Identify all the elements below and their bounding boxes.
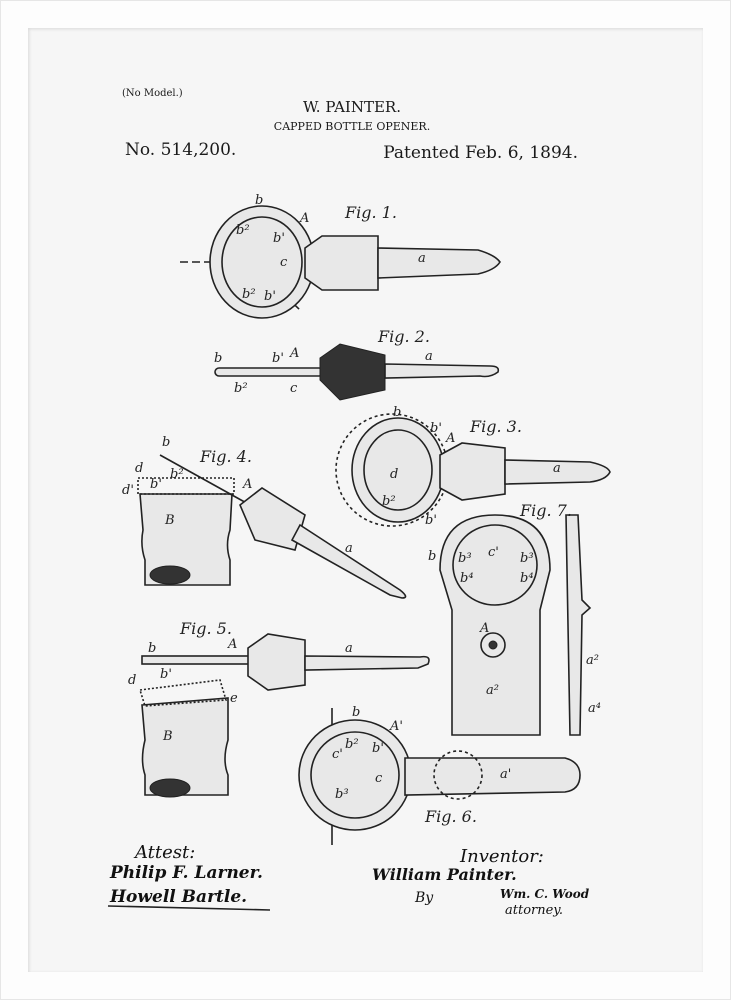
part-label: b⁴ <box>520 571 534 586</box>
attorney-label: attorney. <box>505 903 563 918</box>
part-label: b' <box>430 421 442 436</box>
patent-title: CAPPED BOTTLE OPENER. <box>274 120 430 133</box>
part-label: A <box>289 346 299 361</box>
part-label: c <box>280 255 288 270</box>
patent-date: Patented Feb. 6, 1894. <box>383 143 578 163</box>
part-label: a⁴ <box>588 701 601 716</box>
figure-6: Fig. 6. b A' c' b² b³ b' c a' <box>298 705 581 845</box>
part-label: b⁴ <box>460 571 474 586</box>
attorney-signature: Wm. C. Wood <box>500 887 590 901</box>
fig-4-title: Fig. 4. <box>199 447 252 466</box>
fig-6-title: Fig. 6. <box>424 807 477 826</box>
part-label: a <box>425 349 433 364</box>
fig-3-title: Fig. 3. <box>469 417 522 436</box>
part-label: c' <box>332 747 343 762</box>
part-label: e <box>230 691 238 706</box>
fig-7-title: Fig. 7. <box>519 501 572 520</box>
part-label: a <box>418 251 426 266</box>
part-label: a <box>345 641 353 656</box>
part-label: a <box>553 461 561 476</box>
part-label: b³ <box>335 787 349 802</box>
witness-1-signature: Philip F. Larner. <box>109 863 263 883</box>
part-label: b <box>428 549 436 564</box>
part-label: A' <box>389 719 403 734</box>
part-label: b³ <box>520 551 534 566</box>
figure-2: Fig. 2. b b' A a b² c <box>214 327 500 401</box>
by-label: By <box>414 890 434 906</box>
part-label: b <box>214 351 222 366</box>
no-model-note: (No Model.) <box>122 88 183 99</box>
part-label: b³ <box>458 551 472 566</box>
part-label: A <box>227 637 237 652</box>
figure-4: Fig. 4. b d b² d' b' A B a <box>122 435 407 599</box>
part-label: b' <box>425 513 437 528</box>
part-label: b' <box>372 741 384 756</box>
part-label: b' <box>150 477 162 492</box>
part-label: b <box>393 405 401 420</box>
part-label: d <box>390 467 398 482</box>
part-label: b² <box>345 737 359 752</box>
figure-7: Fig. 7. b b³ c' b³ b⁴ b⁴ A a² a² a⁴ <box>428 501 601 736</box>
part-label: b² <box>234 381 248 396</box>
part-label: a <box>345 541 353 556</box>
fig-1-title: Fig. 1. <box>344 203 397 222</box>
part-label: B <box>162 729 173 744</box>
figure-5: Fig. 5. A b a d b' e B <box>128 619 430 798</box>
part-label: A <box>242 477 252 492</box>
part-label: b <box>255 193 263 208</box>
witness-2-signature: Howell Bartle. <box>109 887 247 907</box>
signature-block: Attest: Philip F. Larner. Howell Bartle.… <box>107 842 590 918</box>
patent-number: No. 514,200. <box>125 140 236 160</box>
inventor-header: W. PAINTER. <box>303 98 401 116</box>
figure-1: Fig. 1. b A b² b' c a b² b' <box>180 193 501 319</box>
fig-5-title: Fig. 5. <box>179 619 232 638</box>
fig-2-title: Fig. 2. <box>377 327 430 346</box>
part-label: d <box>135 461 143 476</box>
part-label: d' <box>122 483 134 498</box>
part-label: b' <box>160 667 172 682</box>
inventor-signature: William Painter. <box>372 865 517 884</box>
part-label: B <box>164 513 175 528</box>
part-label: a² <box>486 683 499 698</box>
part-label: b' <box>273 231 285 246</box>
part-label: A <box>299 211 309 226</box>
part-label: b' <box>272 351 284 366</box>
part-label: b² <box>242 287 256 302</box>
part-label: b <box>162 435 170 450</box>
inventor-label: Inventor: <box>459 846 544 867</box>
part-label: d <box>128 673 136 688</box>
part-label: a' <box>500 767 511 782</box>
part-label: b <box>352 705 360 720</box>
part-label: A <box>479 621 489 636</box>
part-label: b <box>148 641 156 656</box>
figure-3: Fig. 3. b b' A d a b² b' <box>335 405 611 528</box>
attest-label: Attest: <box>133 842 195 863</box>
part-label: c' <box>488 545 499 560</box>
part-label: b' <box>264 289 276 304</box>
part-label: c <box>375 771 383 786</box>
part-label: b² <box>236 223 250 238</box>
part-label: b² <box>170 467 184 482</box>
part-label: A <box>445 431 455 446</box>
part-label: c <box>290 381 298 396</box>
part-label: a² <box>586 653 599 668</box>
part-label: b² <box>382 494 396 509</box>
